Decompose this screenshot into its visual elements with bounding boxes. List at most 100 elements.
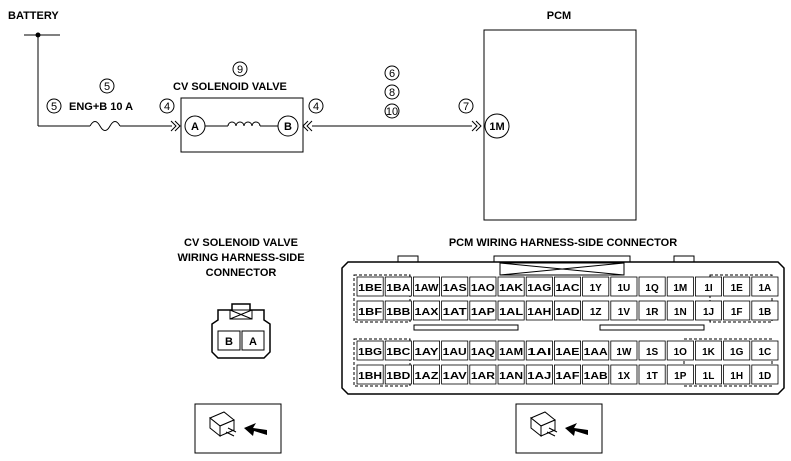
pcm-pin-label: 1BF <box>358 307 382 318</box>
pcm-pin-label: 1AG <box>527 283 551 294</box>
pcm-pin-label: 1AM <box>499 347 523 358</box>
pcm-pin-label: 1AL <box>499 307 523 318</box>
wire-ref-3: 10 <box>386 106 398 118</box>
valve-ref-b: 4 <box>313 101 319 113</box>
pcm-pin-cell <box>497 276 525 297</box>
pcm-pin-cell <box>469 364 497 385</box>
pcm-pin-cell <box>751 276 779 297</box>
pcm-pin-label: 1AV <box>443 371 467 382</box>
pcm-pin-label: 1L <box>703 371 715 382</box>
pcm-pin-label: 1AU <box>443 347 467 358</box>
pcm-pin-label: 1AC <box>556 283 580 294</box>
valve-ref-a: 4 <box>164 101 170 113</box>
pcm-pin-cell <box>412 340 440 361</box>
pcm-pin-cell <box>695 276 723 297</box>
pcm-pin-cell <box>469 340 497 361</box>
pcm-pin-cell <box>441 300 469 321</box>
pcm-pin-label: 1F <box>731 307 743 318</box>
pcm-pin-label: 1Z <box>590 307 602 318</box>
pcm-pin-cell <box>554 340 582 361</box>
pcm-pin-label: 1AW <box>415 283 440 294</box>
pcm-ref-circle <box>458 98 474 114</box>
pcm-pin-label: 1M <box>673 283 687 294</box>
pcm-pin-cell <box>525 300 553 321</box>
pcm-pin-label: 1AQ <box>471 347 495 358</box>
valve-body <box>180 97 304 153</box>
pcm-pin-cell <box>356 364 384 385</box>
pcm-pin-cell <box>695 300 723 321</box>
pcm-pin-label: 1BC <box>386 347 410 358</box>
pcm-pin-cell <box>610 364 638 385</box>
pcm-label: PCM <box>547 10 571 22</box>
pcm-pin-label: 1AI <box>527 347 551 358</box>
pcm-pin-label: 1E <box>731 283 744 294</box>
pcm-pin-cell <box>610 300 638 321</box>
pcm-pin-label: 1O <box>674 347 688 358</box>
valve-connector-pin-a: A <box>249 336 257 348</box>
pcm-pin-cell <box>610 276 638 297</box>
pcm-pin-label: 1AS <box>443 283 467 294</box>
pcm-pin-label: 1B <box>759 307 772 318</box>
pcm-pin-cell <box>497 300 525 321</box>
pcm-pin-cell <box>384 340 412 361</box>
pcm-pin-cell <box>356 300 384 321</box>
pcm-pin-label: 1BE <box>358 283 382 294</box>
valve-title-ref-circle <box>232 61 248 77</box>
pcm-pin-label: 1AP <box>471 307 495 318</box>
pcm-pin-label: 1AH <box>527 307 551 318</box>
probe-icon <box>515 403 603 454</box>
pcm-pin-cell <box>638 300 666 321</box>
valve-title-ref: 9 <box>237 64 243 76</box>
pcm-pin-cell <box>666 364 694 385</box>
pcm-pin-cell <box>723 364 751 385</box>
valve-terminal-a: A <box>191 121 199 133</box>
pcm-pin-label: 1K <box>702 347 716 358</box>
valve-connector-pin-b: B <box>225 336 233 348</box>
pcm-pin-cell <box>384 276 412 297</box>
pcm-pin-label: 1C <box>759 347 772 358</box>
pcm-pin-label: 1BD <box>386 371 410 382</box>
pcm-pin-label: 1BH <box>358 371 382 382</box>
pcm-pin-label: 1H <box>730 371 743 382</box>
pcm-pin-cell <box>554 364 582 385</box>
pcm-pin-label: 1BA <box>386 283 410 294</box>
wire-ref-1: 6 <box>389 68 395 80</box>
pcm-pin-cell <box>412 300 440 321</box>
pcm-pin-label: 1I <box>704 283 713 294</box>
pcm-pin-cell <box>582 276 610 297</box>
pcm-pin-cell <box>582 300 610 321</box>
valve-title: CV SOLENOID VALVE <box>173 81 287 93</box>
pcm-pin-label: 1J <box>703 307 714 318</box>
pcm-pin-cell <box>441 340 469 361</box>
pcm-pin-cell <box>638 340 666 361</box>
pcm-pin-label: 1AB <box>584 371 608 382</box>
wire-ref-circle-1 <box>384 65 400 81</box>
pcm-pin-label: 1N <box>674 307 687 318</box>
pcm-pin-label: 1P <box>674 371 687 382</box>
pcm-pin-cell <box>695 340 723 361</box>
fuse-ref-circle-top <box>99 78 115 94</box>
pcm-pin-cell <box>525 340 553 361</box>
pcm-pin-cell <box>554 276 582 297</box>
pcm-pin-cell <box>384 364 412 385</box>
pcm-pin-label: 1D <box>759 371 772 382</box>
pcm-pin-cell <box>610 340 638 361</box>
pcm-pin-label: 1AO <box>471 283 495 294</box>
pcm-pin-cell <box>723 300 751 321</box>
pcm-pin-cell <box>554 300 582 321</box>
fuse-label: ENG+B 10 A <box>69 101 133 113</box>
pcm-body <box>483 29 637 221</box>
pcm-pin-cell <box>723 340 751 361</box>
pcm-terminal-circle <box>484 113 510 139</box>
pcm-pin-label: 1G <box>730 347 744 358</box>
pcm-pin-label: 1A <box>759 283 772 294</box>
valve-connector-title-3: CONNECTOR <box>206 267 277 279</box>
probe-icon <box>194 403 282 454</box>
pcm-pin-label: 1U <box>618 283 631 294</box>
pcm-pin-cell <box>666 300 694 321</box>
pcm-pin-label: 1AJ <box>527 371 551 382</box>
pcm-pin-label: 1AD <box>556 307 580 318</box>
pcm-pin-cell <box>441 364 469 385</box>
